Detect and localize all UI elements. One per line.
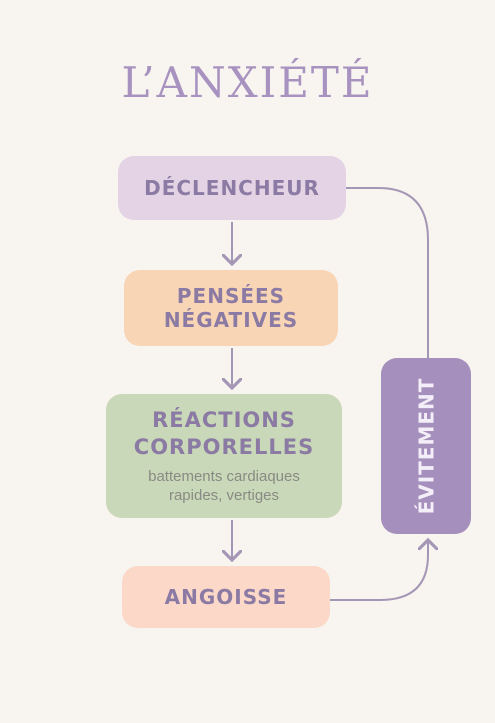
- node-declencheur-label: DÉCLENCHEUR: [144, 176, 320, 200]
- arrow-angoisse-to-evitement: [330, 540, 428, 601]
- node-angoisse-label: ANGOISSE: [164, 585, 288, 609]
- node-reactions-label-line2: CORPORELLES: [133, 435, 315, 459]
- node-pensees-label-line2: NÉGATIVES: [163, 308, 299, 332]
- diagram-title: L’ANXIÉTÉ: [121, 58, 374, 107]
- node-reactions-corporelles: RÉACTIONS CORPORELLES battements cardiaq…: [106, 394, 342, 518]
- node-evitement-label: ÉVITEMENT: [414, 377, 438, 515]
- node-pensees-label-line1: PENSÉES: [176, 284, 286, 308]
- node-reactions-label-line1: RÉACTIONS: [152, 408, 296, 432]
- node-evitement: ÉVITEMENT: [381, 358, 471, 534]
- node-reactions-detail: battements cardiaques rapides, vertiges: [148, 468, 300, 504]
- node-declencheur: DÉCLENCHEUR: [118, 156, 346, 220]
- arrow-evitement-to-declencheur: [346, 187, 429, 358]
- node-angoisse: ANGOISSE: [122, 566, 330, 628]
- node-pensees-negatives: PENSÉES NÉGATIVES: [124, 270, 338, 346]
